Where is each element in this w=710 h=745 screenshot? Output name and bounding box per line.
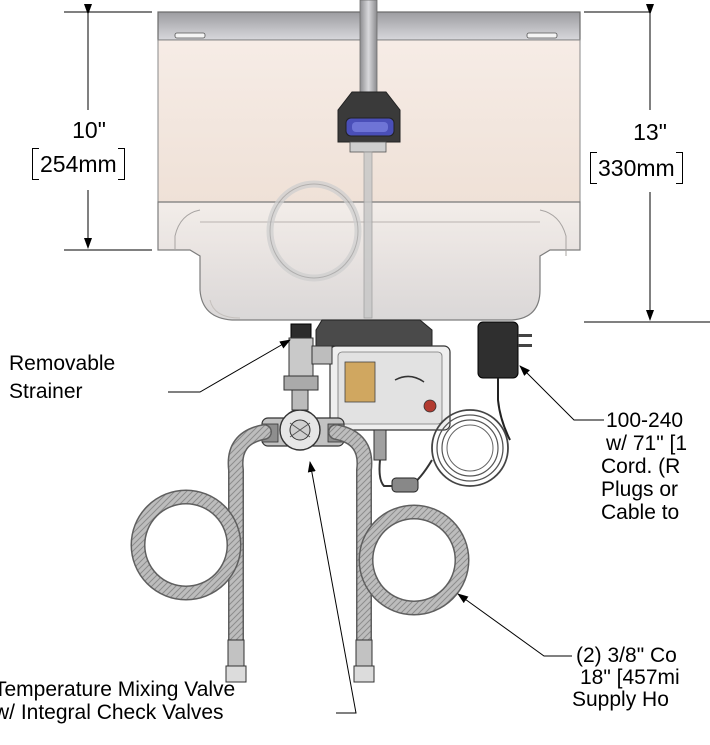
callout-power-line2: w/ 71" [1	[606, 432, 687, 455]
left-dimension-mm: 254mm	[32, 148, 125, 180]
dimension-left	[64, 4, 152, 251]
faucet-spout	[337, 0, 401, 319]
callout-strainer-line1: Removable	[9, 352, 116, 375]
callout-power-line3: Cord. (R	[601, 455, 681, 478]
callout-strainer-line2: Strainer	[9, 380, 83, 403]
callout-hoses-line1: (2) 3/8" Co	[576, 644, 677, 667]
callout-mixing-valve-line2: w/ Integral Check Valves	[0, 701, 224, 724]
right-dimension-mm-text: 330mm	[598, 155, 675, 181]
supply-hose-left	[130, 424, 272, 683]
callout-power-line4: Plugs or	[601, 478, 679, 501]
leader-hoses	[457, 593, 572, 657]
left-dimension-mm-text: 254mm	[40, 151, 117, 177]
leader-mixing-valve	[307, 461, 357, 714]
leader-strainer	[168, 339, 291, 393]
strainer-assembly	[283, 323, 333, 391]
callout-power-line5: Cable to	[601, 501, 680, 524]
sensor-cable-loop	[266, 180, 362, 282]
control-box	[315, 319, 451, 461]
leader-power	[519, 365, 604, 421]
power-supply	[378, 321, 532, 493]
callout-mixing-valve-line1: Temperature Mixing Valve	[0, 678, 236, 701]
right-dimension-inches: 13"	[633, 119, 667, 145]
left-dimension-inches: 10"	[72, 117, 106, 143]
dimension-right	[584, 4, 710, 323]
supply-hose-right	[328, 424, 470, 683]
right-dimension-mm: 330mm	[590, 152, 683, 184]
callout-hoses-line3: Supply Ho	[572, 688, 669, 711]
callout-power-line1: 100-240	[606, 409, 684, 432]
callout-hoses-line2: 18" [457mi	[580, 666, 680, 689]
